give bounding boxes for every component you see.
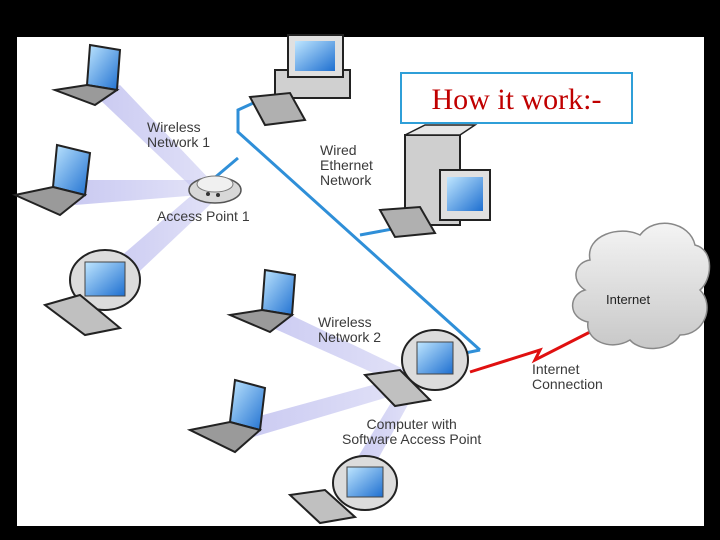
laptop-icon	[186, 378, 267, 454]
label-wireless-network-2: Wireless Network 2	[318, 315, 381, 345]
label-access-point-1: Access Point 1	[157, 208, 250, 224]
label-line: Internet	[532, 361, 580, 377]
slide-title: How it work:-	[431, 83, 602, 116]
access-point-icon	[188, 175, 242, 204]
label-line: Connection	[532, 376, 603, 392]
label-line: Ethernet	[320, 157, 373, 173]
label-line: Network 1	[147, 134, 211, 150]
laptop-icon	[11, 143, 92, 217]
server-tower-icon	[378, 124, 491, 239]
imac-computer-icon	[362, 329, 469, 408]
label-line: Wireless	[147, 119, 201, 135]
label-wireless-network-1: Wireless Network 1	[147, 120, 210, 150]
imac-computer-icon	[42, 249, 141, 337]
label-line: Software Access Point	[342, 431, 482, 447]
label-internet-connection: Internet Connection	[532, 362, 603, 392]
desktop-computer-icon	[248, 34, 351, 127]
label-line: Computer with	[366, 416, 457, 432]
laptop-icon	[51, 43, 122, 107]
title-box: How it work:-	[400, 72, 633, 124]
imac-computer-icon	[287, 455, 398, 525]
internet-cloud-icon	[571, 222, 711, 350]
label-internet: Internet	[606, 292, 651, 307]
label-computer-software-ap: Computer with Software Access Point	[342, 417, 481, 447]
label-line: Wireless	[318, 314, 372, 330]
label-line: Network	[320, 172, 372, 188]
label-wired-ethernet-network: Wired Ethernet Network	[320, 143, 373, 188]
label-line: Network 2	[318, 329, 382, 345]
internet-connection-link	[469, 330, 591, 374]
laptop-icon	[226, 268, 297, 334]
wireless-beams-network-2	[245, 305, 415, 470]
label-line: Wired	[320, 142, 357, 158]
